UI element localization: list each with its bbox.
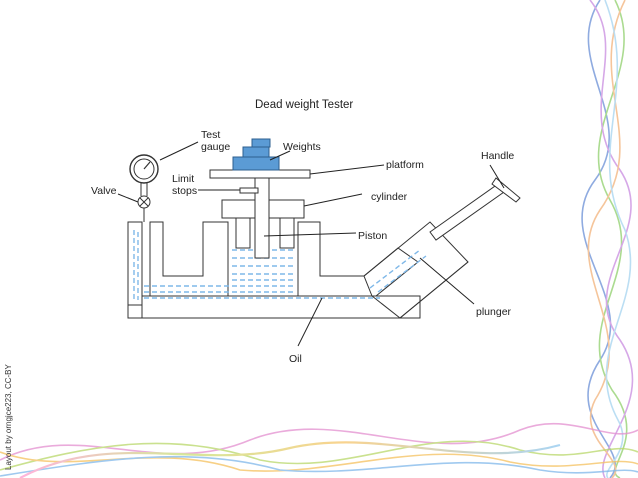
limit-stop	[239, 187, 259, 194]
diagram-title: Dead weight Tester	[255, 99, 353, 111]
label-handle: Handle	[481, 150, 514, 162]
label-piston: Piston	[358, 230, 387, 242]
label-cylinder: cylinder	[371, 191, 408, 203]
label-weights: Weights	[283, 141, 321, 153]
credit-text: Layout by orngjce223, CC-BY	[4, 364, 13, 471]
decorative-waves-bottom	[0, 422, 638, 478]
tester-body	[127, 199, 469, 319]
plunger-assembly	[429, 177, 521, 241]
platform	[209, 169, 311, 179]
label-test-gauge-1: Test	[201, 129, 220, 141]
valve-icon	[137, 195, 151, 222]
weights-stack	[232, 138, 280, 171]
labels: Test gauge Weights platform Handle Limit…	[91, 129, 514, 365]
label-valve: Valve	[91, 185, 117, 197]
label-limit-1: Limit	[172, 173, 194, 185]
label-platform: platform	[386, 159, 424, 171]
label-plunger: plunger	[476, 306, 512, 318]
label-test-gauge-2: gauge	[201, 141, 230, 153]
label-limit-2: stops	[172, 185, 197, 197]
decorative-waves-right	[581, 0, 634, 478]
label-oil: Oil	[289, 353, 302, 365]
leader-lines	[117, 141, 505, 347]
test-gauge-icon	[129, 154, 159, 196]
